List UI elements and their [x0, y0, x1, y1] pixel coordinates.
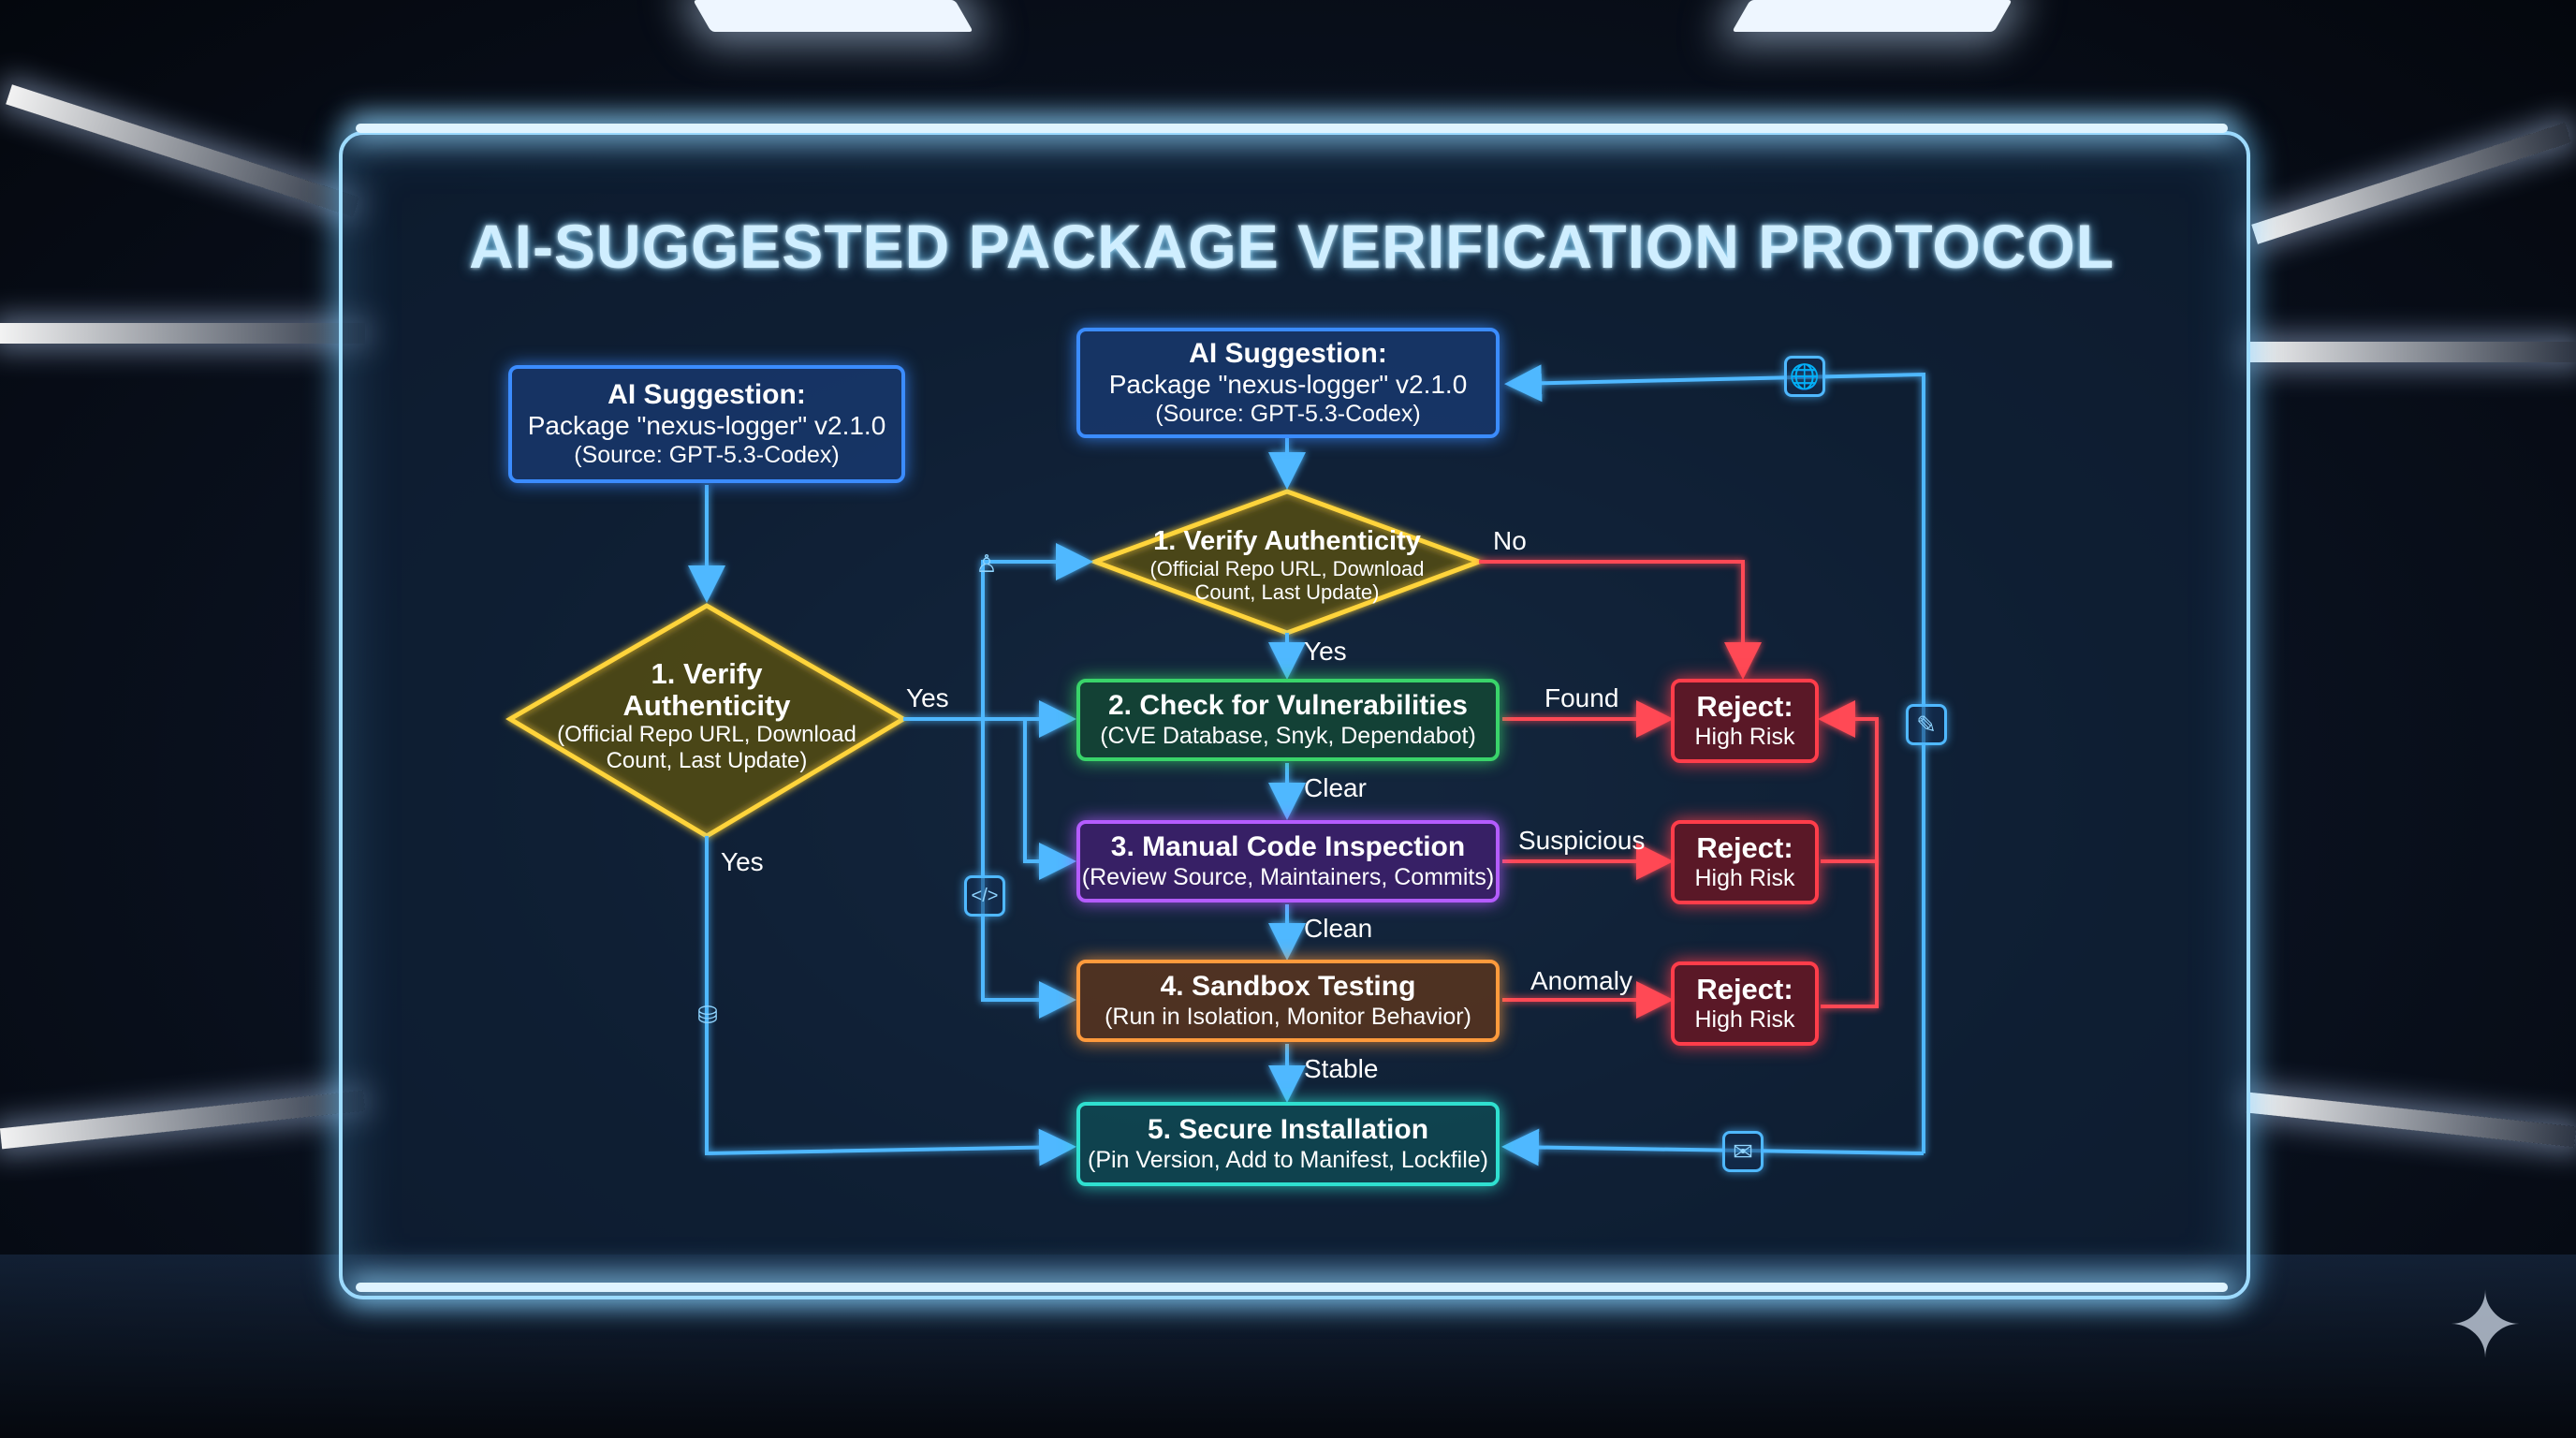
verify-authenticity-top: 1. Verify Authenticity (Official Repo UR… [1123, 520, 1451, 609]
step-title: 2. Check for Vulnerabilities [1108, 690, 1468, 722]
verify-title: 1. Verify Authenticity [1153, 525, 1421, 557]
arrow-to-top-verify [983, 562, 1086, 719]
verify-detail-line1: (Official Repo URL, Download [1149, 557, 1424, 580]
verify-title-line2: Authenticity [622, 690, 790, 722]
label-clean: Clean [1304, 914, 1372, 944]
label-yes-right: Yes [906, 683, 949, 713]
label-stable: Stable [1304, 1054, 1378, 1084]
verify-detail-line1: (Official Repo URL, Download [557, 722, 856, 748]
label-yes-top: Yes [1304, 637, 1347, 667]
code-icon: </> [964, 875, 1005, 917]
step-title: 5. Secure Installation [1148, 1114, 1428, 1146]
database-icon: ⛁ [687, 994, 728, 1035]
arrow-to-inspection [1025, 719, 1069, 861]
certificate-icon: ✉ [1722, 1131, 1764, 1172]
step-title: 3. Manual Code Inspection [1111, 831, 1465, 863]
reject-detail: High Risk [1695, 864, 1795, 892]
step-title: 4. Sandbox Testing [1161, 971, 1416, 1003]
verify-detail-line2: Count, Last Update) [607, 748, 808, 774]
reject-high-risk-1: Reject: High Risk [1671, 679, 1819, 763]
person-icon: ♙ [966, 543, 1007, 584]
verify-detail-line2: Count, Last Update) [1195, 580, 1380, 604]
arrow-no-to-reject [1479, 562, 1743, 672]
reject-high-risk-3: Reject: High Risk [1671, 961, 1819, 1046]
reject-title: Reject: [1696, 832, 1793, 864]
verify-title-line1: 1. Verify [651, 658, 763, 690]
arrow-loop-to-vulnerabilities [1025, 719, 1069, 861]
reject-title: Reject: [1696, 974, 1793, 1005]
edit-icon: ✎ [1906, 704, 1947, 745]
ai-suggestion-package: Package "nexus-logger" v2.1.0 [528, 411, 886, 441]
step-detail: (Run in Isolation, Monitor Behavior) [1105, 1003, 1471, 1031]
label-suspicious: Suspicious [1518, 826, 1645, 856]
ai-suggestion-top: AI Suggestion: Package "nexus-logger" v2… [1076, 328, 1500, 438]
ai-suggestion-title: AI Suggestion: [607, 379, 806, 411]
reject-detail: High Risk [1695, 723, 1795, 751]
globe-icon: 🌐 [1784, 356, 1825, 397]
reject-detail: High Risk [1695, 1005, 1795, 1034]
label-clear: Clear [1304, 773, 1367, 803]
step-detail: (CVE Database, Snyk, Dependabot) [1100, 722, 1476, 750]
arrow-left-yes-to-install [707, 836, 1069, 1153]
sparkle-icon: ✦ [2443, 1284, 2527, 1369]
label-yes-down: Yes [721, 847, 764, 877]
step-secure-installation: 5. Secure Installation (Pin Version, Add… [1076, 1102, 1500, 1186]
ai-suggestion-source: (Source: GPT-5.3-Codex) [574, 441, 839, 469]
ai-suggestion-package: Package "nexus-logger" v2.1.0 [1109, 370, 1468, 400]
step-sandbox-testing: 4. Sandbox Testing (Run in Isolation, Mo… [1076, 960, 1500, 1042]
ai-suggestion-title: AI Suggestion: [1189, 338, 1387, 370]
step-manual-code-inspection: 3. Manual Code Inspection (Review Source… [1076, 820, 1500, 902]
step-detail: (Review Source, Maintainers, Commits) [1082, 863, 1494, 891]
step-check-vulnerabilities: 2. Check for Vulnerabilities (CVE Databa… [1076, 679, 1500, 761]
reject-high-risk-2: Reject: High Risk [1671, 820, 1819, 904]
label-anomaly: Anomaly [1530, 966, 1632, 996]
ai-suggestion-left: AI Suggestion: Package "nexus-logger" v2… [508, 365, 905, 483]
ai-suggestion-source: (Source: GPT-5.3-Codex) [1155, 400, 1420, 428]
step-detail: (Pin Version, Add to Manifest, Lockfile) [1088, 1146, 1488, 1174]
verify-authenticity-left: 1. Verify Authenticity (Official Repo UR… [543, 646, 871, 786]
label-found: Found [1544, 683, 1618, 713]
arrow-feedback-to-install [1509, 1147, 1924, 1153]
reject-title: Reject: [1696, 691, 1793, 723]
label-no: No [1493, 526, 1527, 556]
